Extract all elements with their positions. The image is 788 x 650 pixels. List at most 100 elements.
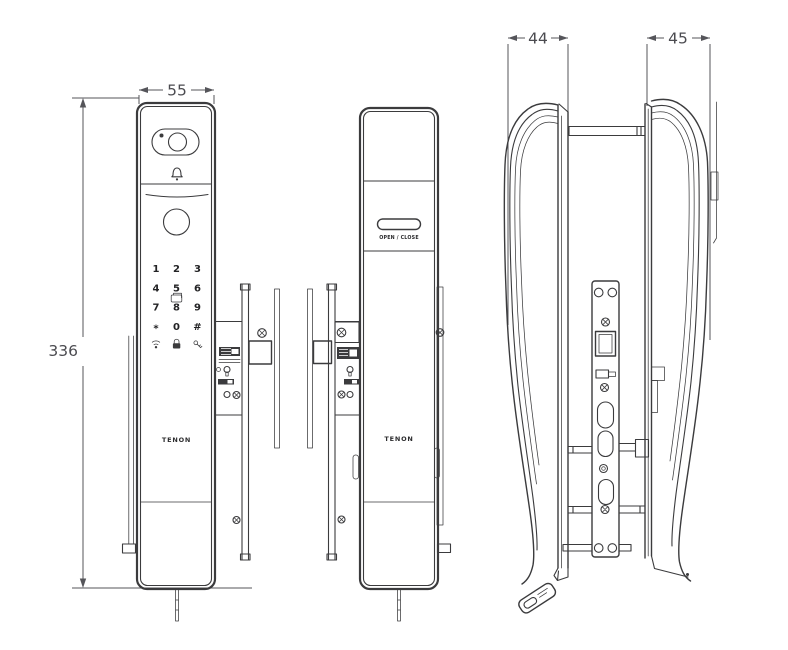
screw-head <box>232 515 241 525</box>
bolt-hole <box>216 367 221 372</box>
keypad-key: * <box>153 324 159 335</box>
small-bolt-body <box>218 379 234 385</box>
keypad-key: 7 <box>153 303 160 314</box>
rear-panel: OPEN / CLOSE TENON <box>352 106 440 622</box>
connecting-rods <box>562 438 650 552</box>
rear-view: OPEN / CLOSE TENON <box>307 106 452 622</box>
bell-clapper <box>175 178 179 181</box>
keypad-key: 5 <box>173 284 180 295</box>
profile-inner-curve <box>509 108 559 551</box>
keypad-key: 2 <box>173 264 180 275</box>
profile-inner-curve <box>519 121 559 466</box>
keyhole <box>223 365 231 377</box>
panel-inner-outline <box>362 110 436 587</box>
keypad-key: 3 <box>194 264 201 275</box>
cylinder-hole <box>598 463 609 474</box>
faceplate-cap <box>326 553 338 561</box>
strike-plate <box>274 288 280 449</box>
aux-bolt <box>595 369 610 379</box>
mounting-hole <box>607 287 618 298</box>
deadbolt-box <box>248 340 273 365</box>
doorbell-icon <box>171 167 183 181</box>
profile-foot <box>553 567 569 582</box>
screw-icon <box>600 504 610 515</box>
screw-slot <box>338 391 345 398</box>
latch-bolt <box>337 347 359 359</box>
right-profile <box>644 98 719 582</box>
plate-edge <box>128 335 134 545</box>
edge-notch <box>710 171 719 201</box>
screw-head <box>257 328 267 338</box>
screw-slot <box>436 329 444 336</box>
screw-head <box>435 328 445 337</box>
latch-box <box>312 340 333 365</box>
screw-slot <box>338 329 345 336</box>
camera-icon <box>151 128 200 156</box>
mounting-plate-front <box>121 335 137 554</box>
screw-slot <box>601 384 608 391</box>
keypad-key: # <box>193 322 201 333</box>
screw-head <box>337 515 346 524</box>
button-slot <box>376 218 422 231</box>
profile-inner-curve <box>651 111 695 481</box>
screw-head <box>600 317 611 327</box>
profile-inner-curve <box>514 115 559 485</box>
rod <box>618 543 632 552</box>
mortise-lock-front <box>214 283 280 561</box>
wifi-icon <box>151 340 161 349</box>
screw-slot <box>258 329 266 337</box>
dimension-depth-45: 45 <box>646 30 711 340</box>
front-view: 336 55 <box>48 82 280 622</box>
mounting-hole <box>607 543 618 553</box>
dimension-value-55: 55 <box>167 82 187 100</box>
latch-bolt <box>219 347 240 356</box>
profile-bar <box>644 103 653 559</box>
lock-body-edge <box>214 320 243 416</box>
cylinder-hole-inner <box>601 466 606 471</box>
padlock-shackle <box>173 338 180 344</box>
screw-icon <box>337 515 346 524</box>
key-tag-slot <box>523 596 538 609</box>
dimension-width-55: 55 <box>138 82 215 104</box>
card-reader-icon <box>170 292 183 303</box>
screw-head <box>337 390 346 399</box>
latch-slot <box>349 349 357 357</box>
deadbolt-hole <box>597 478 615 506</box>
bolt-hole <box>346 390 354 399</box>
rod <box>618 505 646 514</box>
key-tag-outline <box>518 582 557 614</box>
keyhole-circle <box>223 365 231 374</box>
cable-rear <box>397 588 401 622</box>
padlock-body <box>172 343 181 349</box>
mounting-hole <box>593 287 604 298</box>
dimension-value-45: 45 <box>668 30 688 48</box>
screw-icon <box>232 390 241 400</box>
keypad-key: 8 <box>173 303 180 314</box>
profile-outer-edge <box>650 98 709 582</box>
mounting-hole <box>593 543 604 553</box>
panel-outline <box>358 106 440 591</box>
spindle-lines <box>568 125 646 137</box>
brand-logo-front: TENON <box>162 436 191 444</box>
keyhole <box>346 365 354 377</box>
screw-head <box>336 327 347 338</box>
latch-stripes <box>339 349 348 356</box>
latch-slot <box>231 349 239 354</box>
plate-tab <box>121 543 137 554</box>
deadbolt-hole <box>596 401 615 429</box>
screw-icon <box>232 515 241 525</box>
arrowhead <box>79 578 87 588</box>
bell-shape <box>171 167 183 178</box>
camera-sensor-dot <box>159 133 164 138</box>
profile-inner-curve <box>651 117 690 462</box>
keyhole-circle <box>346 365 354 374</box>
cable-front <box>175 588 179 622</box>
wifi-arcs <box>151 340 161 346</box>
wifi-dot <box>154 346 158 349</box>
open-close-label: OPEN / CLOSE <box>379 235 419 241</box>
card-flap <box>173 292 182 299</box>
strike-plate <box>307 288 313 449</box>
screw-icon <box>336 327 347 338</box>
panel-arc-line <box>145 193 209 198</box>
